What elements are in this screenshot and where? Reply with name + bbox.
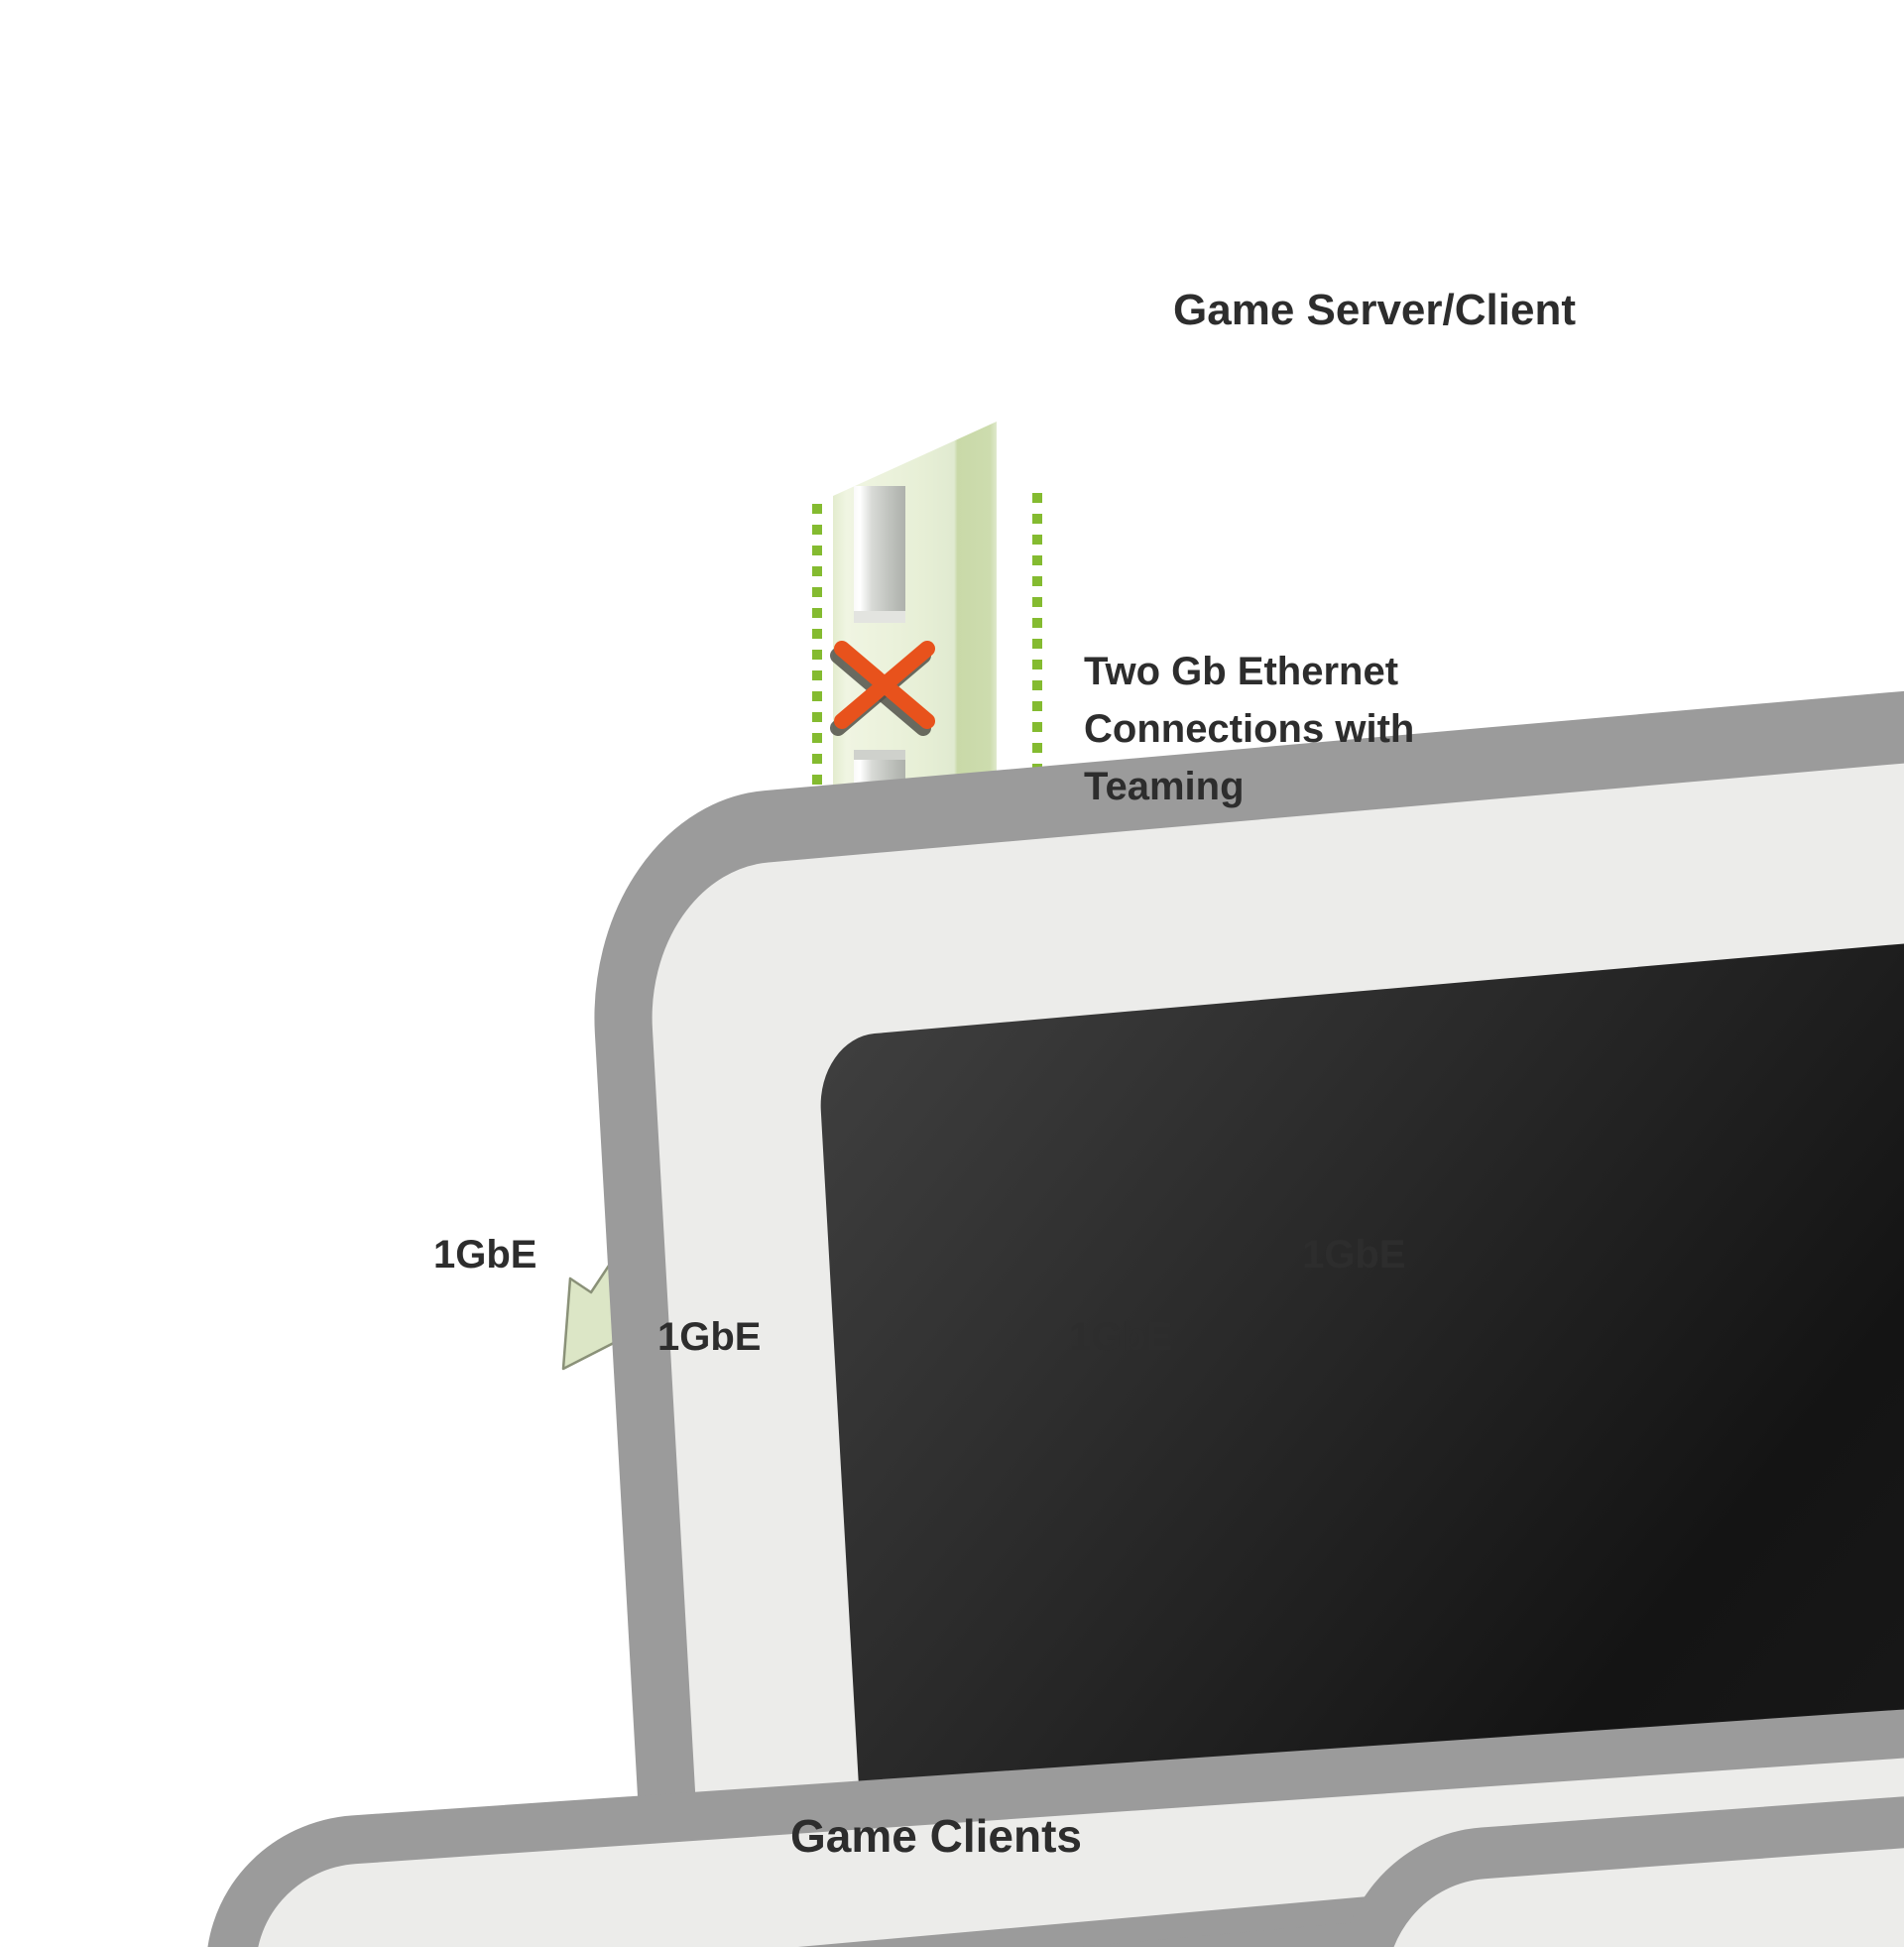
link-label-1: 1GbE bbox=[433, 1233, 537, 1277]
broken-x-icon bbox=[830, 641, 935, 736]
clients-label: Game Clients bbox=[790, 1810, 1082, 1862]
connection-label: Two Gb Ethernet Connections with Teaming bbox=[1084, 643, 1414, 815]
link-label-2: 1GbE bbox=[657, 1315, 762, 1359]
link-label-3: 1GbE bbox=[1069, 1315, 1173, 1359]
connection-label-line-3: Teaming bbox=[1084, 765, 1245, 808]
link-label-4: 1GbE bbox=[1302, 1233, 1406, 1277]
server-label: Game Server/Client bbox=[1173, 286, 1576, 334]
connection-label-line-1: Two Gb Ethernet bbox=[1084, 650, 1399, 693]
connection-label-line-2: Connections with bbox=[1084, 707, 1415, 751]
